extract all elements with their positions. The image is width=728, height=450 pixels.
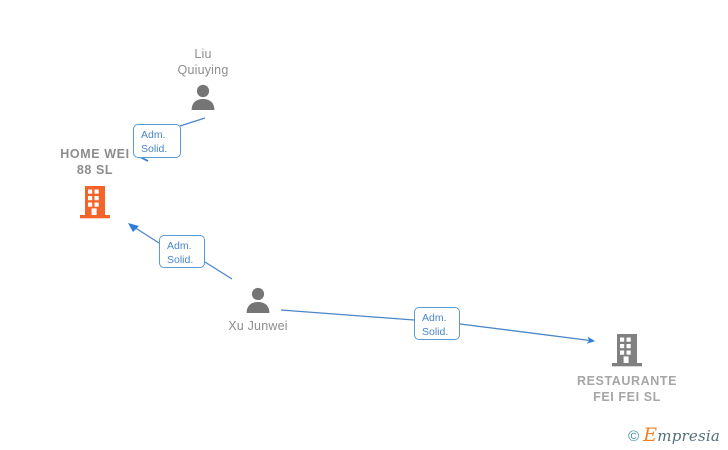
person-icon: [246, 287, 270, 313]
node-company-home-wei-88-sl[interactable]: HOME WEI 88 SL: [25, 146, 165, 220]
node-label-home-wei-88-sl: HOME WEI 88 SL: [60, 147, 130, 177]
node-person-liu-quiuying[interactable]: Liu Quiuying: [133, 46, 273, 112]
brand-initial: E: [643, 424, 658, 446]
watermark-empresia: © Empresia: [628, 426, 720, 445]
relation-badge-xu-homewei[interactable]: Adm. Solid.: [159, 235, 205, 268]
brand-rest: mpresia: [657, 427, 720, 445]
person-icon: [191, 84, 215, 110]
copyright-icon: ©: [628, 427, 640, 445]
relation-badge-liu-homewei[interactable]: Adm. Solid.: [133, 124, 181, 158]
node-label-restaurante-fei-fei-sl: RESTAURANTE FEI FEI SL: [576, 374, 678, 404]
building-icon: [612, 334, 642, 367]
node-person-xu-junwei[interactable]: Xu Junwei: [188, 285, 328, 334]
building-icon: [80, 186, 110, 219]
node-label-liu-quiuying: Liu Quiuying: [177, 47, 229, 77]
node-company-restaurante-fei-fei-sl[interactable]: RESTAURANTE FEI FEI SL: [557, 332, 697, 405]
brand-wordmark: Empresia: [643, 426, 720, 445]
node-label-xu-junwei: Xu Junwei: [228, 319, 288, 333]
relation-badge-xu-restaurante[interactable]: Adm. Solid.: [414, 307, 460, 340]
